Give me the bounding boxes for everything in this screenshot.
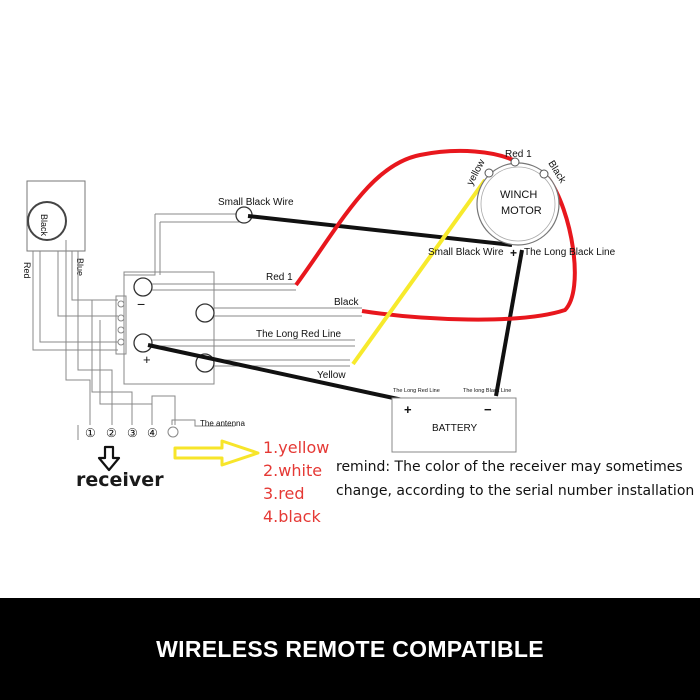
red-wire-1: [294, 149, 514, 287]
small-black-wire-label: Small Black Wire: [218, 197, 294, 208]
winch-motor-line1: WINCH: [500, 189, 537, 201]
footer-banner: WIRELESS REMOTE COMPATIBLE: [0, 598, 700, 700]
yellow-label: Yellow: [317, 370, 346, 381]
terminal-3: ③: [127, 426, 138, 440]
solenoid-block: − +: [115, 271, 215, 385]
antenna-label: The antenna: [200, 419, 245, 428]
footer-title: WIRELESS REMOTE COMPATIBLE: [156, 635, 544, 662]
motor-red-1-label: Red 1: [505, 149, 532, 160]
down-arrow-icon: [97, 445, 121, 472]
solenoid-minus: −: [137, 296, 145, 312]
winch-motor-line2: MOTOR: [501, 205, 542, 217]
solenoid-plus: +: [143, 352, 151, 367]
receiver-label: receiver: [76, 469, 164, 491]
wiring-diagram: Black Red Blue − +: [22, 149, 616, 472]
right-arrow-icon: [173, 439, 260, 467]
blue-wire-label: Blue: [75, 258, 85, 276]
red-wire-label: Red: [22, 262, 32, 279]
motor-long-black-line-label: The Long Black Line: [524, 247, 616, 258]
red-1-label: Red 1: [266, 272, 293, 283]
black-wire-battery: [494, 249, 524, 397]
terminal-4: ④: [147, 426, 158, 440]
long-red-line-label: The Long Red Line: [256, 329, 342, 340]
red-wire-black-label: [361, 176, 577, 322]
black-wire-long: [147, 343, 413, 404]
control-wires: [32, 213, 240, 427]
battery-plus: +: [404, 402, 412, 417]
battery: BATTERY + − The Long Red Line The long B…: [391, 388, 517, 453]
terminal-1: ①: [85, 426, 96, 440]
remind-note: remind: The color of the receiver may so…: [336, 459, 695, 499]
receiver-color-list: 1.yellow 2.white 3.red 4.black: [263, 436, 329, 528]
black-label: Black: [334, 297, 359, 308]
color-item-white: 2.white: [263, 461, 323, 480]
color-item-black: 4.black: [263, 507, 321, 526]
switch-black-label: Black: [39, 214, 49, 237]
motor-small-black-wire-label: Small Black Wire: [428, 247, 504, 258]
yellow-wire: [351, 178, 487, 366]
winch-motor: WINCH MOTOR yellow Red 1 Black Small Bla…: [428, 149, 616, 260]
motor-plus-terminal: +: [510, 246, 517, 260]
black-wire-small: [247, 214, 513, 247]
solenoid-wires: [152, 283, 362, 367]
color-item-yellow: 1.yellow: [263, 438, 330, 457]
receiver-terminals: ① ② ③ ④: [77, 425, 179, 440]
terminal-2: ②: [106, 426, 117, 440]
battery-minus: −: [484, 402, 492, 417]
remote-switch-unit: Black Red Blue: [22, 180, 86, 279]
battery-long-red-line-label: The Long Red Line: [393, 388, 440, 394]
battery-long-black-line-label: The long Black Line: [463, 388, 511, 394]
color-item-red: 3.red: [263, 484, 305, 503]
battery-label: BATTERY: [432, 423, 478, 434]
